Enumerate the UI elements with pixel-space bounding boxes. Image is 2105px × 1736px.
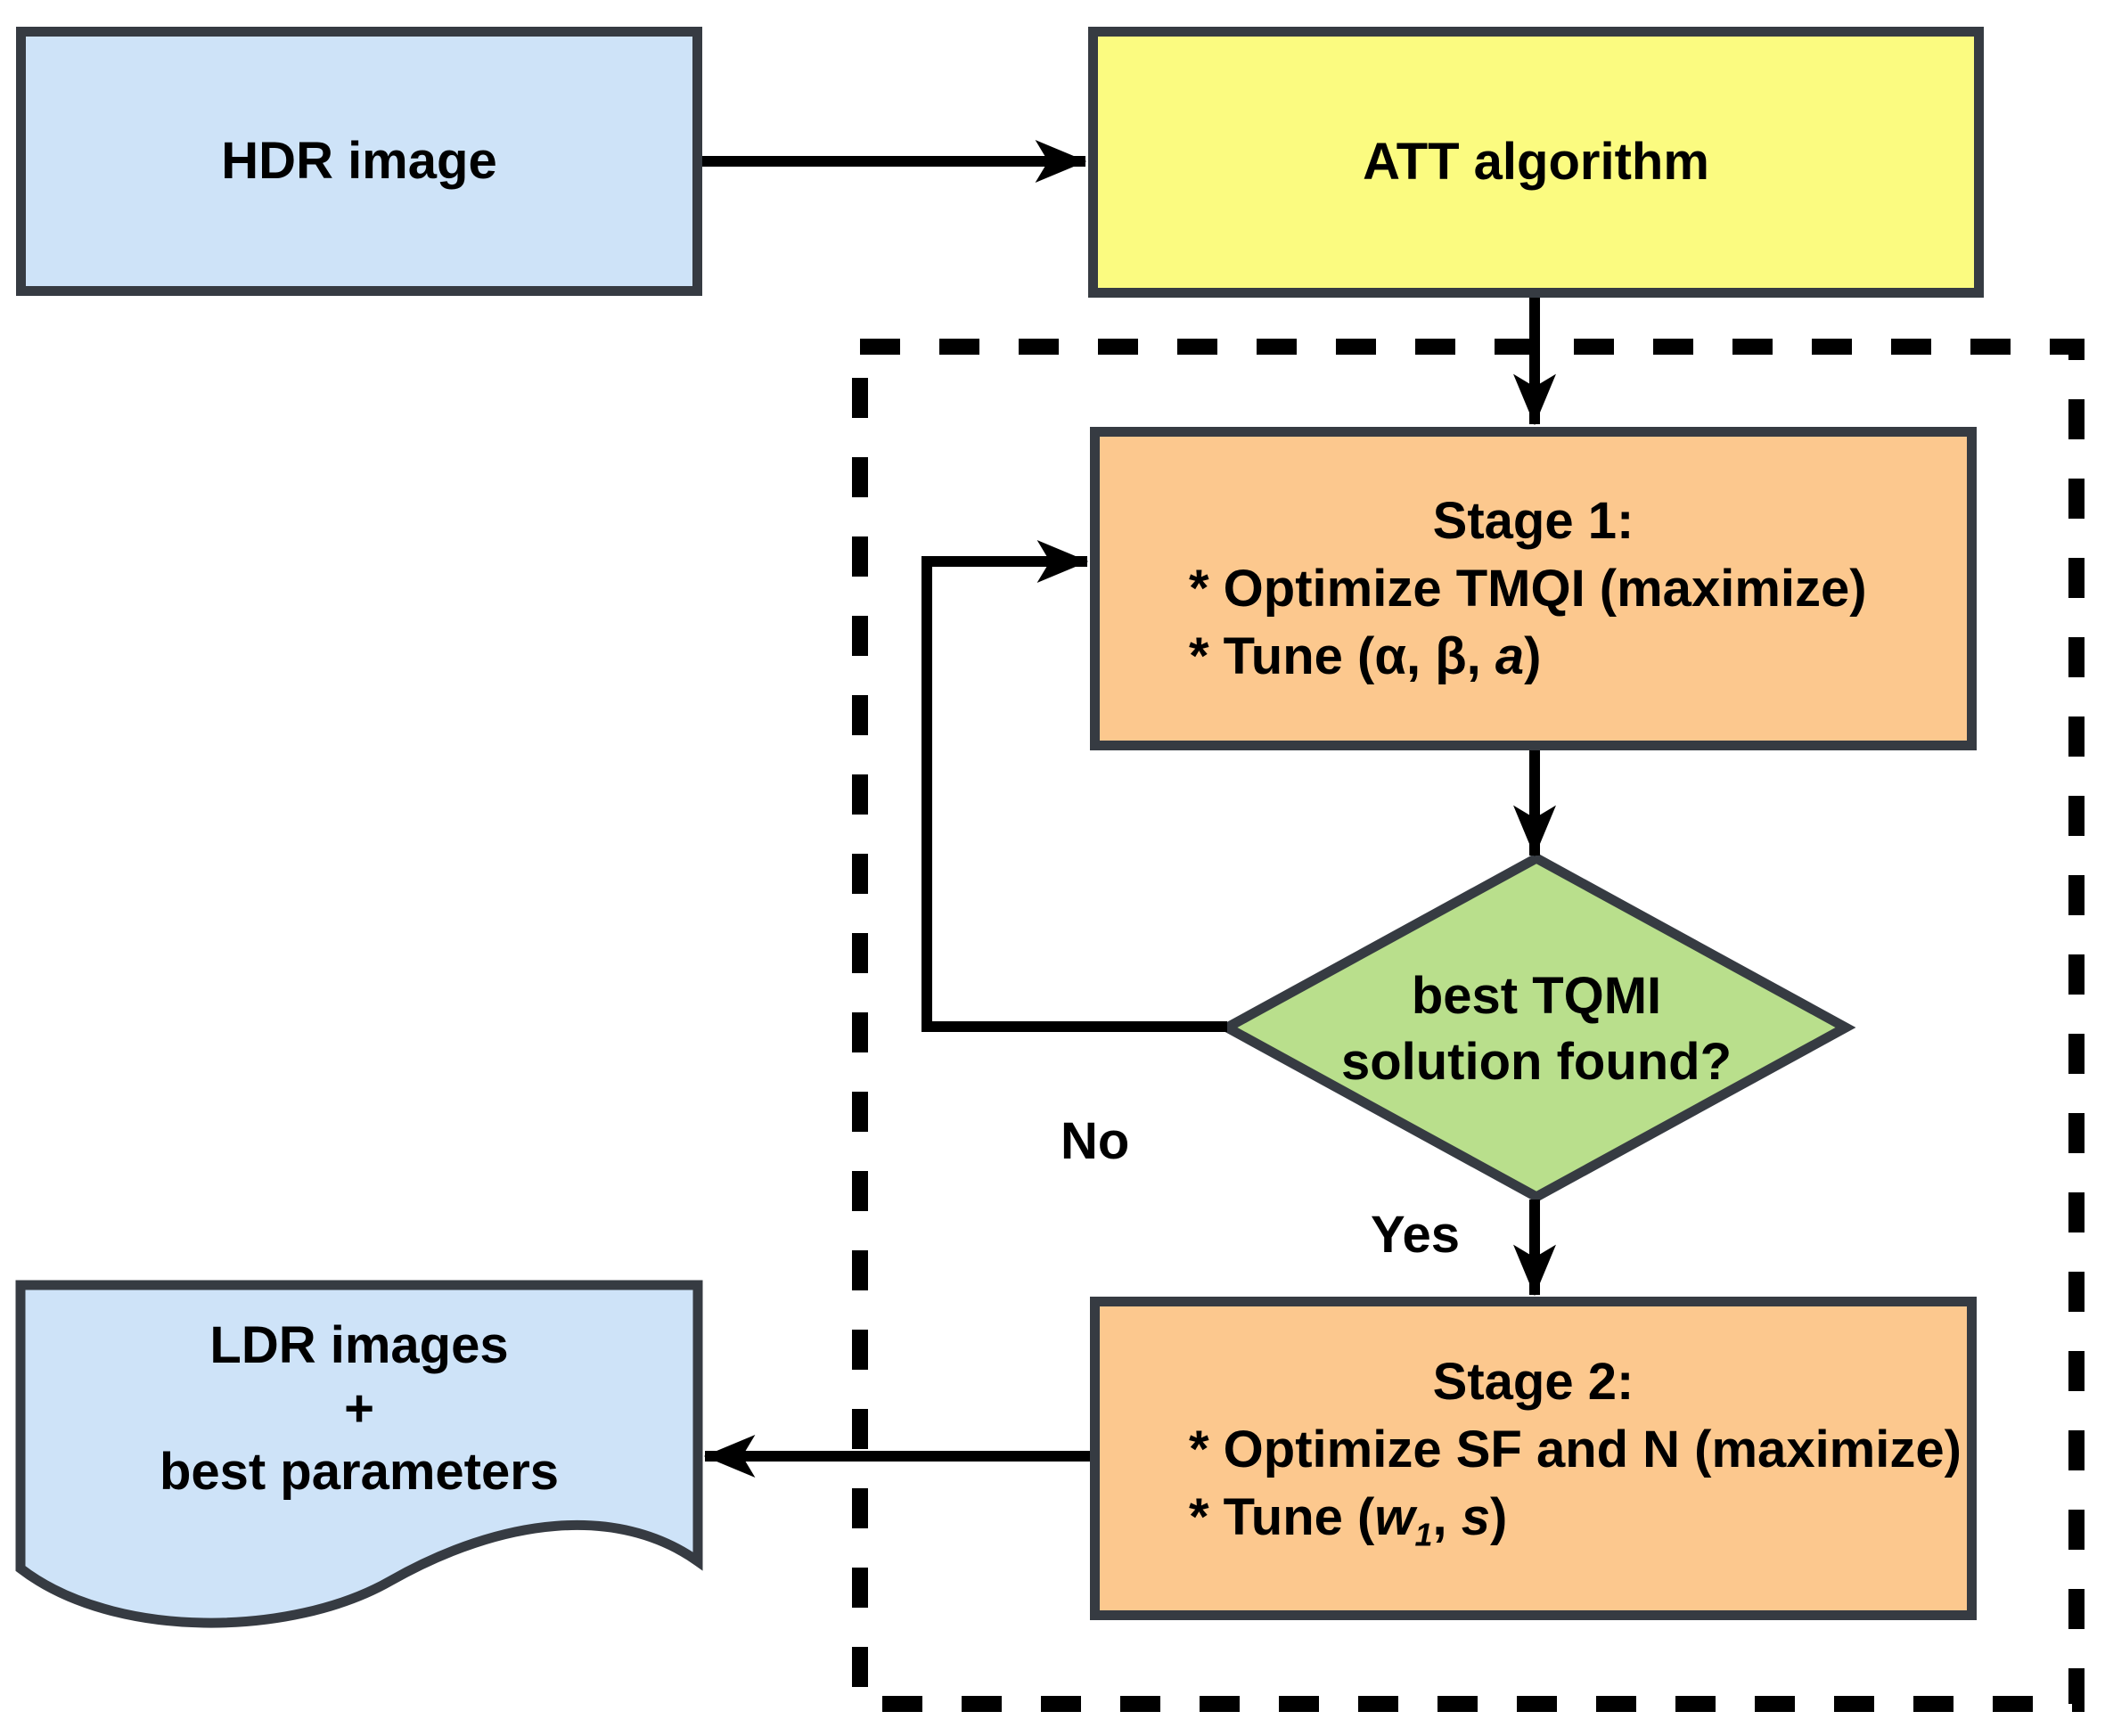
stage2-bullet-tune: * Tune (w1, s) (1189, 1487, 1508, 1553)
decision-line1: best TQMI (1411, 967, 1662, 1025)
stage2-bullet-optimize: * Optimize SF and N (maximize) (1189, 1420, 1962, 1478)
decision-label: best TQMI solution found? (1227, 963, 1846, 1095)
node-stage1: Stage 1: * Optimize TMQI (maximize) * Tu… (1090, 427, 1977, 750)
stage2-title: Stage 2: (1432, 1352, 1634, 1411)
label-yes: Yes (1371, 1206, 1460, 1264)
node-stage2: Stage 2: * Optimize SF and N (maximize) … (1090, 1297, 1977, 1620)
ldr-output-label: LDR images + best parameters (16, 1314, 702, 1503)
arrow-decision-no-loop-to-stage1 (921, 540, 1227, 1032)
decision-line2: solution found? (1340, 1033, 1732, 1091)
stage1-bullet-optimize: * Optimize TMQI (maximize) (1189, 559, 1867, 618)
node-hdr-image: HDR image (16, 27, 702, 296)
ldr-line3: best parameters (159, 1443, 560, 1501)
hdr-image-label: HDR image (221, 132, 497, 190)
dashed-boundary (852, 339, 2085, 1712)
document-shape (15, 1280, 703, 1628)
diamond-shape (1216, 852, 1856, 1203)
stage1-title: Stage 1: (1432, 491, 1634, 550)
node-att-algorithm: ATT algorithm (1088, 27, 1984, 298)
ldr-line2: + (344, 1380, 374, 1437)
label-no: No (1061, 1112, 1130, 1170)
ldr-line1: LDR images (209, 1316, 509, 1374)
stage1-bullet-tune: * Tune (α, β, a) (1189, 626, 1542, 685)
att-algorithm-label: ATT algorithm (1363, 133, 1709, 191)
